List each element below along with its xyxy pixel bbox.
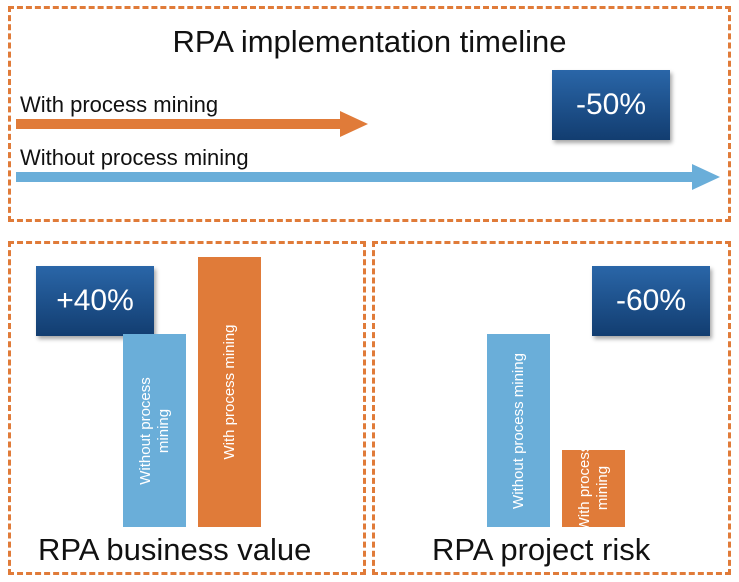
- bar-chart0-1: [198, 257, 261, 527]
- timeline-arrow-shaft-1: [16, 172, 692, 182]
- timeline-arrow-head-1: [692, 164, 720, 190]
- timeline-badge: -50%: [552, 70, 670, 140]
- timeline-arrow-shaft-0: [16, 119, 340, 129]
- bar-chart1-0: [487, 334, 550, 527]
- bar-chart1-1: [562, 449, 625, 527]
- project-risk-badge: -60%: [592, 266, 710, 336]
- business-value-title: RPA business value: [38, 532, 312, 567]
- business-value-panel: [8, 241, 366, 575]
- arrow-label-with: With process mining: [20, 92, 219, 117]
- bar-chart0-0: [123, 334, 186, 527]
- timeline-arrow-head-0: [340, 111, 368, 137]
- project-risk-panel: [372, 241, 731, 575]
- arrow-label-without: Without process mining: [20, 145, 249, 170]
- bar-label-chart1-0: Without process mining: [509, 352, 527, 509]
- project-risk-title: RPA project risk: [432, 532, 651, 567]
- timeline-title: RPA implementation timeline: [172, 24, 567, 59]
- business-value-badge: +40%: [36, 266, 154, 336]
- bar-label-chart0-1: With process mining: [220, 324, 238, 460]
- timeline-panel: [8, 6, 731, 222]
